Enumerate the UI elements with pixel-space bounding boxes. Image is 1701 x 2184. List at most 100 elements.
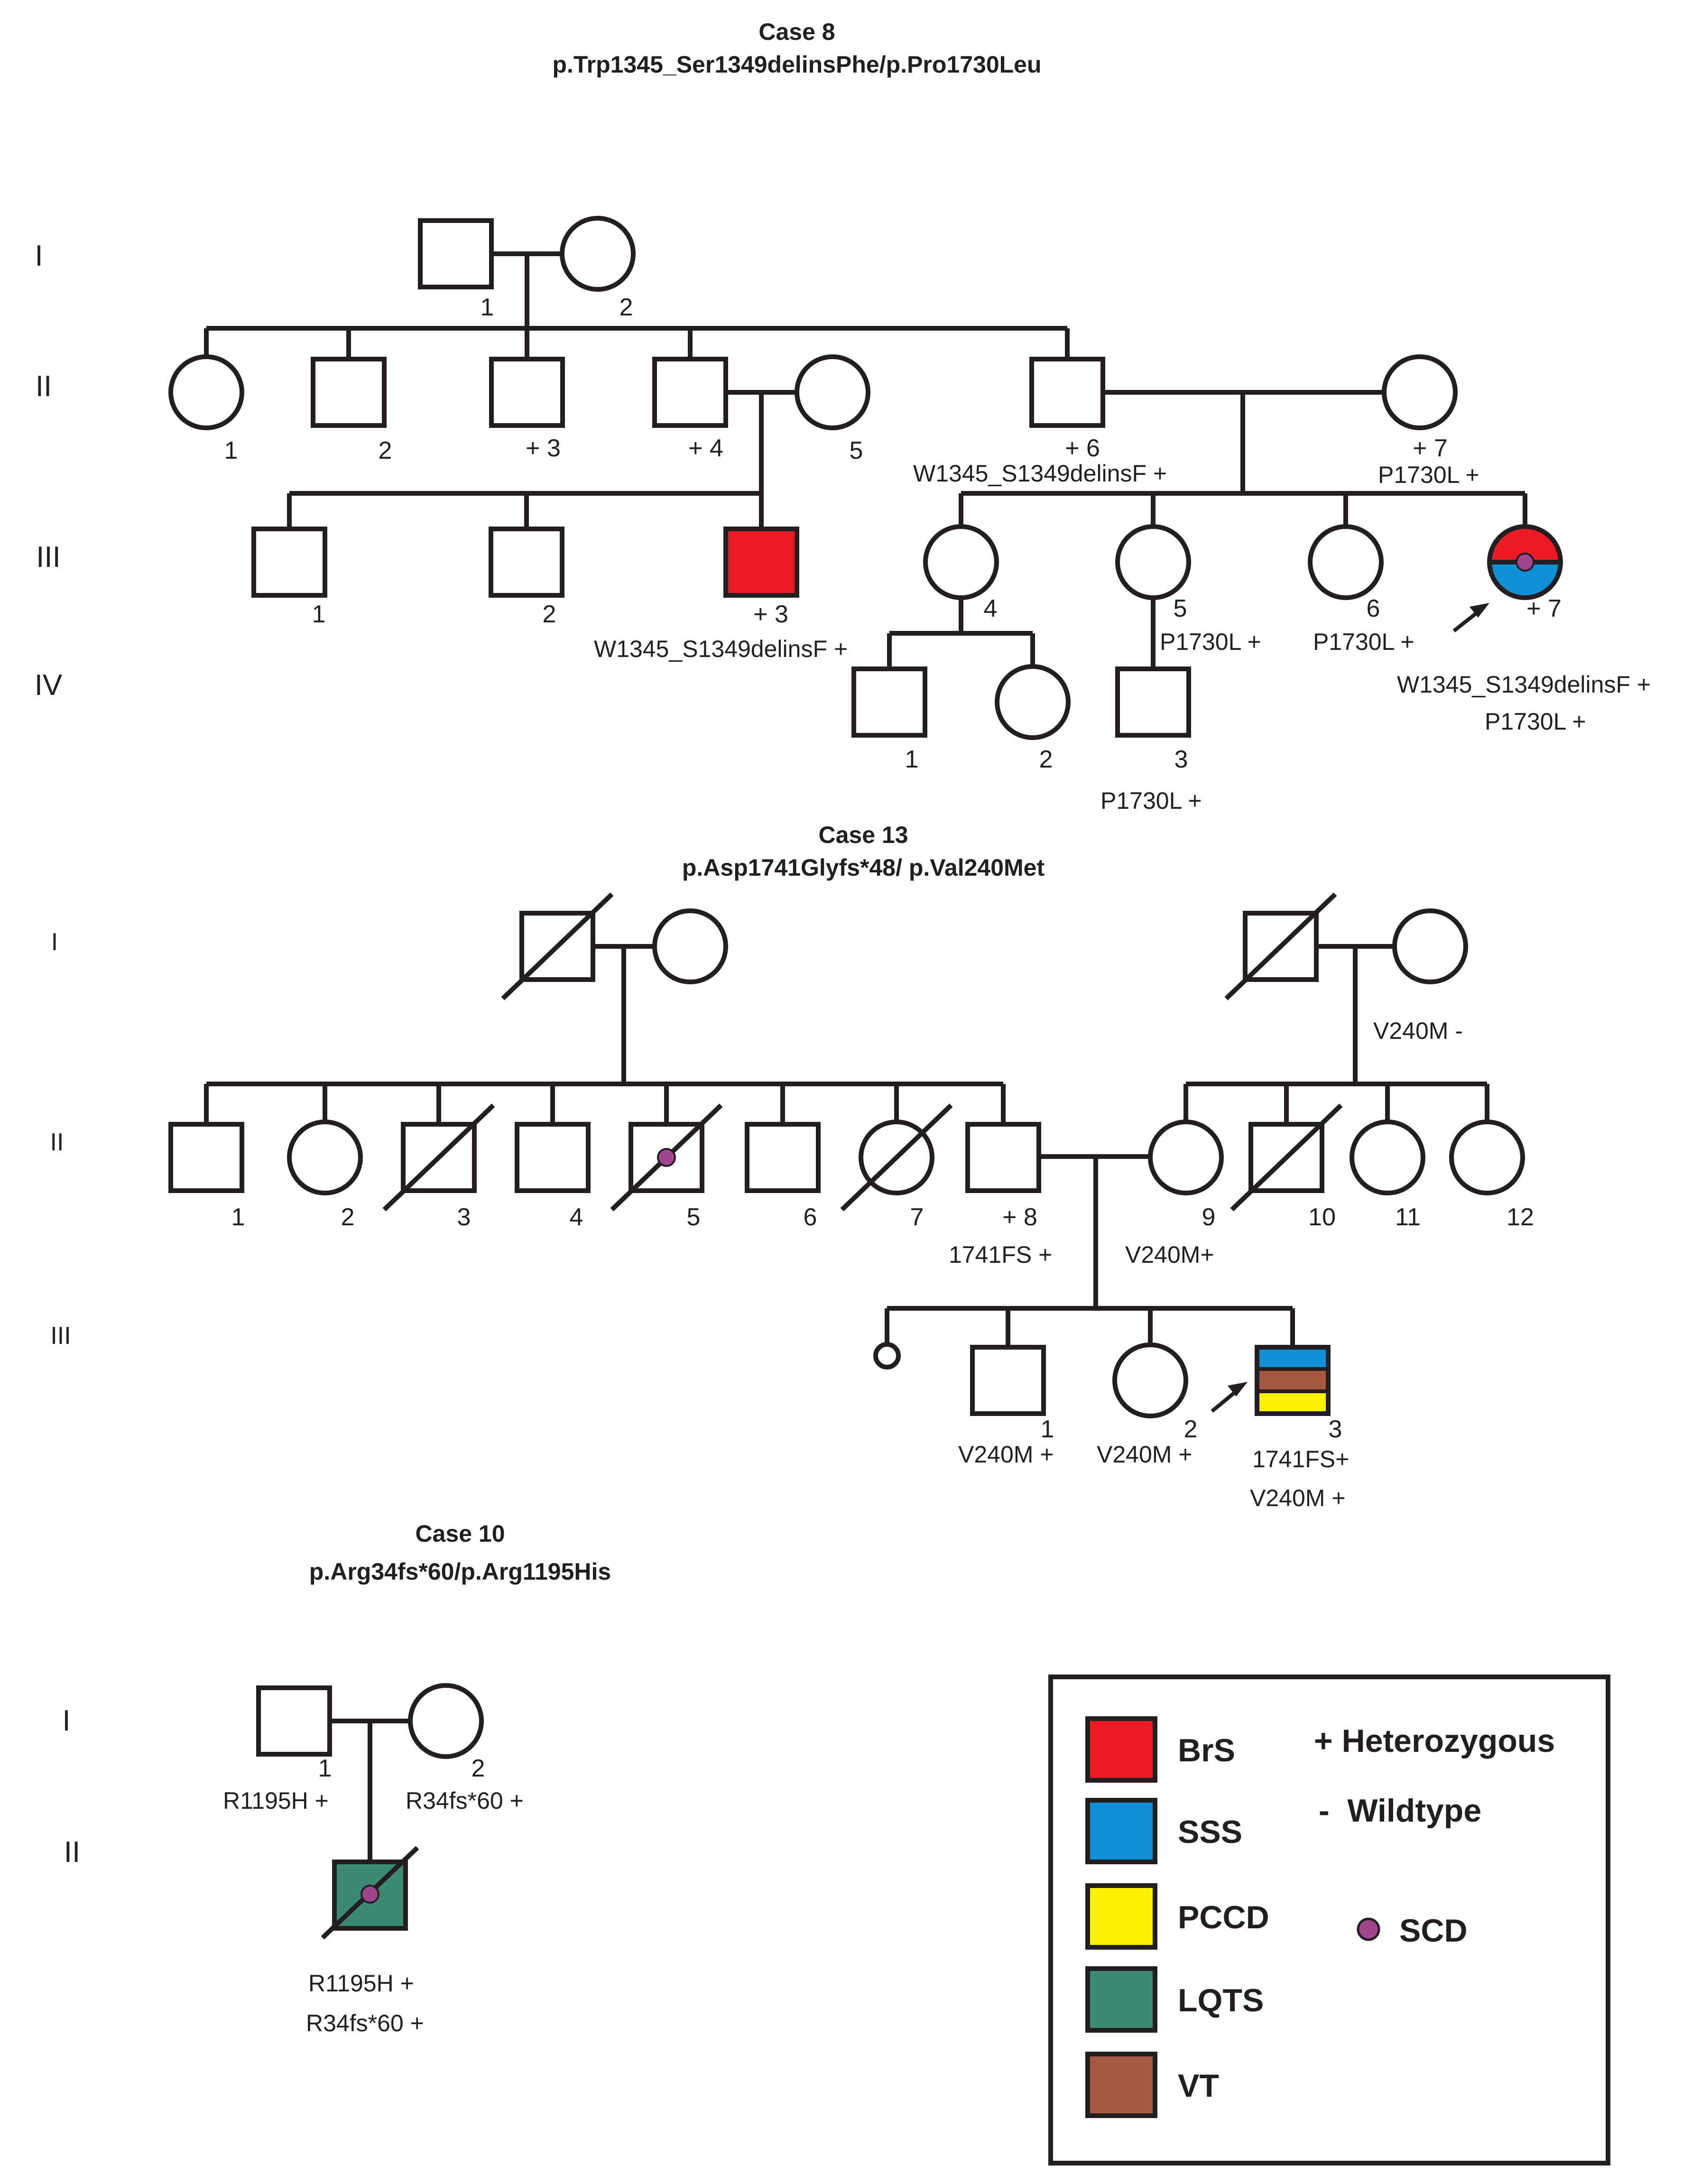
- case10-I1-male: [256, 1685, 332, 1757]
- case13-III3-proband-male: [1255, 1345, 1331, 1416]
- case10-II1-genotype-1: R1195H +: [308, 1970, 414, 1997]
- case13-II6-id: 6: [804, 1203, 817, 1231]
- case8-II1-female: [168, 354, 244, 430]
- case8-title: Case 8: [758, 19, 835, 45]
- case13-II7-id: 7: [910, 1203, 924, 1231]
- legend-label-scd: SCD: [1399, 1913, 1468, 1949]
- case8-III4-female: [923, 524, 999, 600]
- legend-swatch-vt: [1085, 2052, 1157, 2118]
- case13-II2-id: 2: [341, 1203, 355, 1231]
- case8-II2-male: [311, 357, 387, 428]
- case13-variant: p.Asp1741Glyfs*48/ p.Val240Met: [682, 854, 1045, 881]
- case10-gen-I: I: [62, 1704, 70, 1737]
- case8-II5-id: 5: [850, 437, 863, 464]
- case13-III3-genotype-1: 1741FS+: [1252, 1446, 1349, 1472]
- case13-I2-female: [652, 908, 728, 984]
- case13-III2-id: 2: [1184, 1416, 1198, 1443]
- case10-title: Case 10: [415, 1520, 505, 1547]
- case8-IV1-id: 1: [905, 746, 919, 773]
- case13-gen-II: II: [50, 1129, 64, 1156]
- case13-proband-arrow: [1211, 1382, 1248, 1413]
- legend: BrS SSS PCCD LQTS VT + Heterozygous - Wi…: [1048, 1675, 1610, 2165]
- case13-II4-id: 4: [570, 1203, 583, 1231]
- case13-II8-id: + 8: [1002, 1203, 1037, 1231]
- case8-III1-id: 1: [312, 601, 326, 628]
- case13-III3-id: 3: [1329, 1416, 1342, 1443]
- case10-gen-II: II: [64, 1836, 80, 1869]
- case8-IV3-genotype: P1730L +: [1100, 787, 1202, 814]
- case13-II9-genotype: V240M+: [1125, 1241, 1214, 1268]
- case13-II11-id: 11: [1395, 1203, 1421, 1231]
- case8-III7-scd-dot: [1516, 553, 1535, 572]
- case13-III2-genotype: V240M +: [1097, 1441, 1193, 1468]
- case8-pedigree: [204, 251, 1527, 666]
- legend-swatch-pccd: [1085, 1883, 1157, 1950]
- case8-IV2-female: [995, 664, 1071, 740]
- case8-II3-male: [489, 357, 565, 428]
- case13-II12-female: [1449, 1120, 1525, 1195]
- case13-II11-female: [1350, 1120, 1425, 1195]
- legend-wildtype: - Wildtype: [1319, 1793, 1481, 1829]
- case13-II8-genotype: 1741FS +: [949, 1241, 1052, 1268]
- case8-variant: p.Trp1345_Ser1349delinsPhe/p.Pro1730Leu: [552, 51, 1041, 78]
- case8-II4-male: [652, 357, 728, 428]
- case8-I2-id: 2: [619, 294, 633, 321]
- legend-label-brs: BrS: [1178, 1732, 1235, 1768]
- case10-variant: p.Arg34fs*60/p.Arg1195His: [309, 1558, 611, 1585]
- case10-I2-female: [408, 1683, 484, 1759]
- case13-II3-id: 3: [457, 1203, 471, 1231]
- case8-II7-id: + 7: [1413, 435, 1448, 462]
- case8-I1-id: 1: [481, 294, 494, 321]
- case8-III6-female: [1308, 524, 1384, 600]
- case13-II12-id: 12: [1507, 1203, 1534, 1231]
- case8-II3-id: + 3: [526, 435, 561, 462]
- case13-II1-male: [168, 1122, 244, 1193]
- case8-IV3-male: [1115, 666, 1191, 738]
- case8-II6-id: + 6: [1065, 435, 1100, 462]
- case8-II5-female: [795, 354, 870, 430]
- legend-heterozygous: + Heterozygous: [1314, 1723, 1555, 1759]
- case13-II9-female: [1148, 1120, 1224, 1195]
- case13-III1-genotype: V240M +: [958, 1441, 1054, 1468]
- case13-II9-id: 9: [1202, 1203, 1216, 1231]
- case8-IV1-male: [851, 666, 927, 738]
- case13-I4-genotype: V240M -: [1373, 1018, 1463, 1044]
- case10-I1-genotype: R1195H +: [223, 1787, 329, 1814]
- case8-II6-male: [1029, 357, 1105, 428]
- case8-III3-genotype: W1345_S1349delinsF +: [594, 636, 848, 662]
- case10-II1-scd-dot: [361, 1885, 379, 1904]
- case13-III1-male: [970, 1345, 1046, 1416]
- case13-III2-female: [1112, 1342, 1188, 1418]
- case8-III1-male: [251, 527, 327, 598]
- case13-II1-id: 1: [231, 1203, 245, 1231]
- legend-swatch-lqts: [1085, 1966, 1157, 2033]
- case8-III7-proband-female: [1487, 524, 1563, 600]
- case8-II7-genotype: P1730L +: [1378, 462, 1479, 488]
- case13-gen-III: III: [50, 1322, 71, 1350]
- case13-I4-female: [1392, 908, 1468, 984]
- case13-gen-I: I: [51, 928, 58, 956]
- case8-III7-id: + 7: [1526, 595, 1562, 622]
- case13-II4-male: [515, 1122, 591, 1193]
- case8-gen-I: I: [35, 240, 43, 272]
- legend-swatch-brs: [1085, 1716, 1157, 1783]
- case8-gen-III: III: [36, 541, 61, 574]
- case13-II8-male: [965, 1122, 1041, 1193]
- case8-II7-female: [1382, 354, 1458, 430]
- case8-III3-male-brs: [723, 527, 799, 598]
- case10-pedigree: [330, 1719, 410, 1860]
- case8-IV2-id: 2: [1039, 746, 1053, 773]
- case8-gen-II: II: [36, 370, 52, 403]
- case13-II5-id: 5: [687, 1203, 701, 1231]
- case8-II2-id: 2: [379, 437, 392, 464]
- case13-III-miscarriage: [873, 1342, 901, 1370]
- case10-I1-id: 1: [318, 1755, 332, 1782]
- case13-II5-scd-dot: [657, 1148, 676, 1167]
- case8-I2-female: [560, 216, 636, 292]
- case10-I2-id: 2: [471, 1755, 485, 1782]
- case8-II6-genotype: W1345_S1349delinsF +: [913, 460, 1167, 487]
- case8-proband-arrow: [1452, 603, 1489, 633]
- case8-III6-id: 6: [1367, 595, 1380, 622]
- case13-II10-id: 10: [1308, 1203, 1336, 1231]
